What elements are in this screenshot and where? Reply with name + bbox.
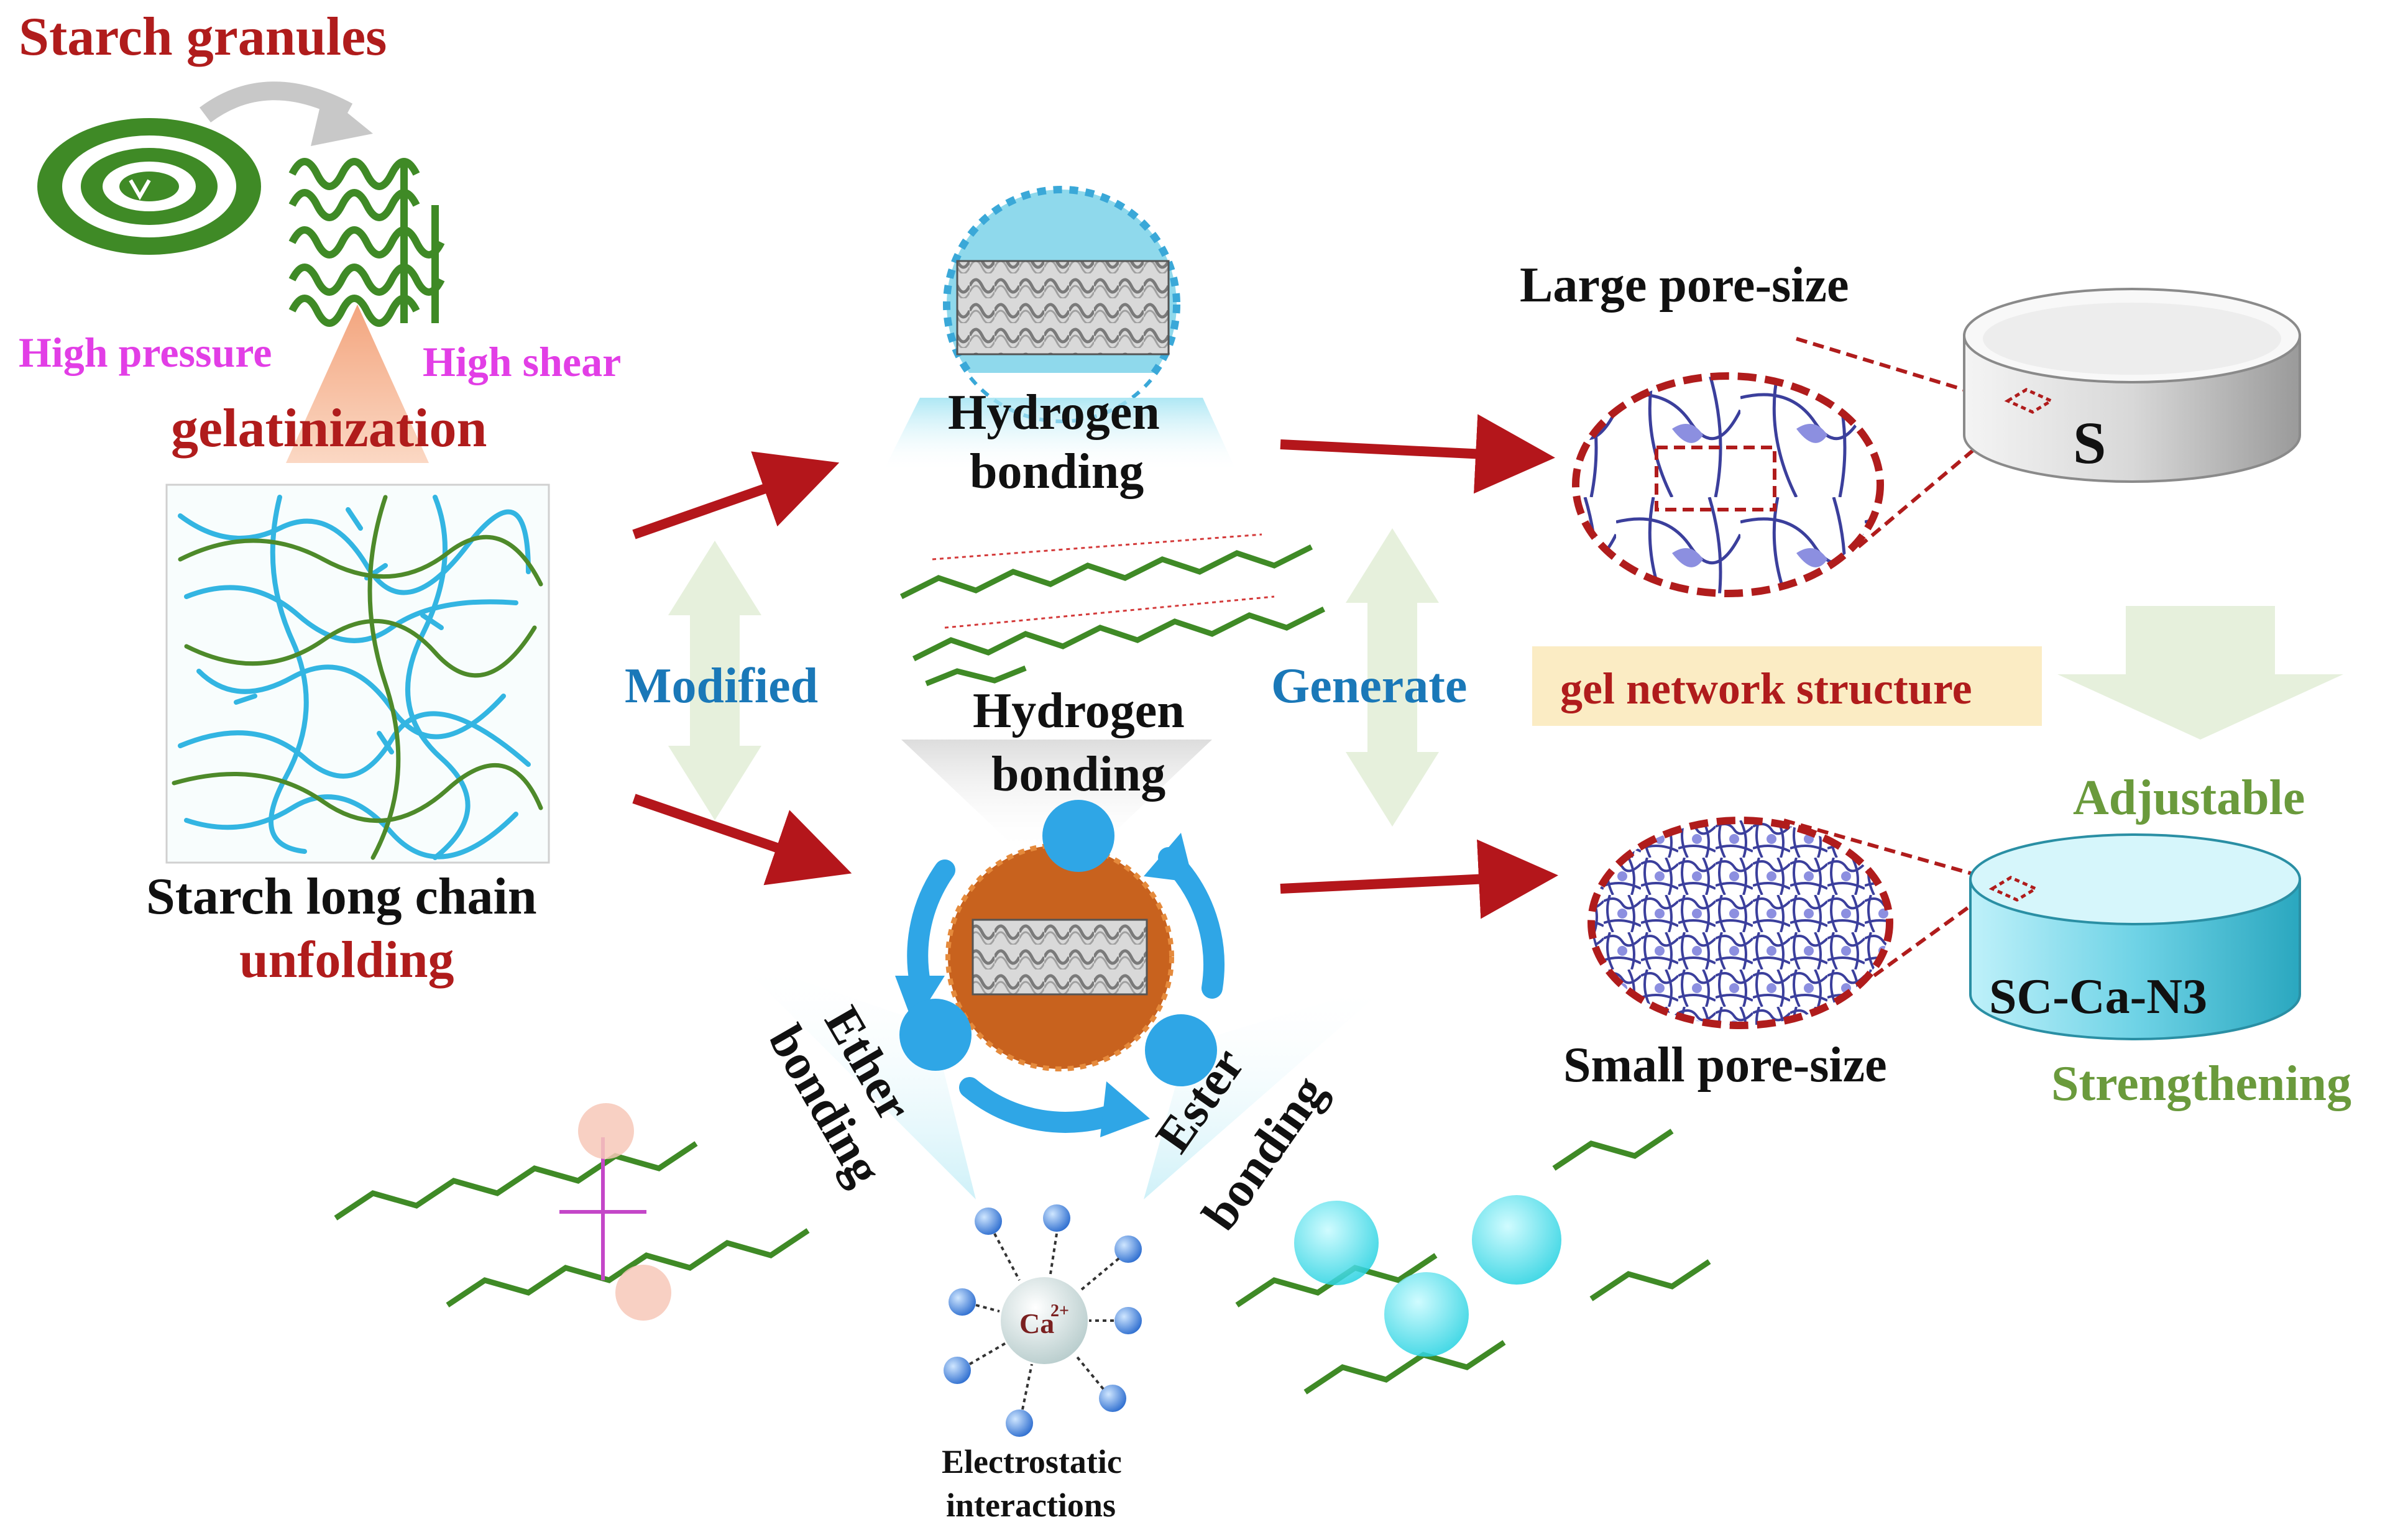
adjustable-label: Adjustable <box>2073 771 2305 825</box>
generate-label: Generate <box>1271 659 1467 713</box>
cycle-arrowhead-2 <box>1100 1081 1150 1137</box>
modified-arrow <box>668 541 761 820</box>
generate-arrow <box>1346 528 1439 827</box>
sample-sc-cup <box>1969 833 2301 1040</box>
gelatinization-label: gelatinization <box>171 398 487 459</box>
hydrogen-top-line2: bonding <box>970 444 1144 499</box>
starch-granules-title: Starch granules <box>19 7 387 67</box>
calcium-ion <box>1001 1277 1088 1364</box>
starch-chain-image <box>165 484 550 864</box>
calcium-label: Ca <box>1019 1308 1054 1339</box>
hydrogen-beam <box>883 398 1237 472</box>
gel-network-label: gel network structure <box>1560 664 1972 713</box>
sample-s-cup <box>1963 288 2301 483</box>
electrostatic-line1: Electrostatic <box>942 1443 1122 1480</box>
electrostatic-line2: interactions <box>946 1487 1116 1524</box>
node-top <box>1042 800 1114 872</box>
composite-core <box>945 843 1174 1071</box>
cycle-arrowhead-3 <box>1144 833 1193 882</box>
hydrogen-top-line1: Hydrogen <box>948 385 1160 440</box>
strengthening-label: Strengthening <box>2051 1056 2351 1111</box>
node-left <box>899 999 972 1071</box>
calcium-charge: 2+ <box>1050 1301 1069 1321</box>
small-pore-image <box>1587 817 1893 1029</box>
gelatinization-funnel <box>286 305 429 463</box>
small-pore-label: Small pore-size <box>1563 1038 1887 1093</box>
hydrogen-bond-dashes <box>932 533 1275 629</box>
starch-long-chain-label: Starch long chain <box>146 868 537 925</box>
zoom-arrow-head-icon <box>311 93 373 146</box>
cycle-arrowhead-1 <box>895 976 945 1025</box>
ether-beam <box>733 957 976 1199</box>
node-right <box>1145 1014 1217 1086</box>
core-helix-bundle <box>972 919 1148 996</box>
hydrogen-mid-line1: Hydrogen <box>973 684 1185 738</box>
hydrogen-mid-line2: bonding <box>991 747 1165 802</box>
sample-sc-label: SC-Ca-N3 <box>1989 969 2207 1024</box>
arrow-to-large-pore <box>1280 414 1555 494</box>
lamellae-icon <box>288 158 445 327</box>
ether-molecule <box>334 1103 810 1321</box>
gel-network-box <box>1532 646 2042 726</box>
arrow-to-small-pore <box>1280 839 1558 919</box>
hydrogen-mid-beam <box>901 740 1212 851</box>
sample-s-label: S <box>2073 410 2106 476</box>
high-shear-label: High shear <box>423 338 621 385</box>
modified-label: Modified <box>625 659 818 713</box>
glucose-chain-molecule <box>899 544 1326 687</box>
arrow-to-composite <box>632 794 852 886</box>
large-pore-label: Large pore-size <box>1520 258 1849 313</box>
electrostatic-cluster: Ca 2+ <box>944 1204 1142 1437</box>
unfolding-label: unfolding <box>239 931 454 989</box>
starch-granule-icon <box>37 118 261 255</box>
ester-molecule <box>1235 1129 1711 1395</box>
high-pressure-label: High pressure <box>19 329 272 376</box>
large-pore-callout <box>1796 337 2018 549</box>
down-arrow <box>2057 606 2343 740</box>
ester-beam <box>1144 982 1392 1199</box>
arrow-to-hydrogen <box>632 451 840 539</box>
large-pore-image <box>1572 372 1884 597</box>
helix-bundle <box>956 260 1170 355</box>
